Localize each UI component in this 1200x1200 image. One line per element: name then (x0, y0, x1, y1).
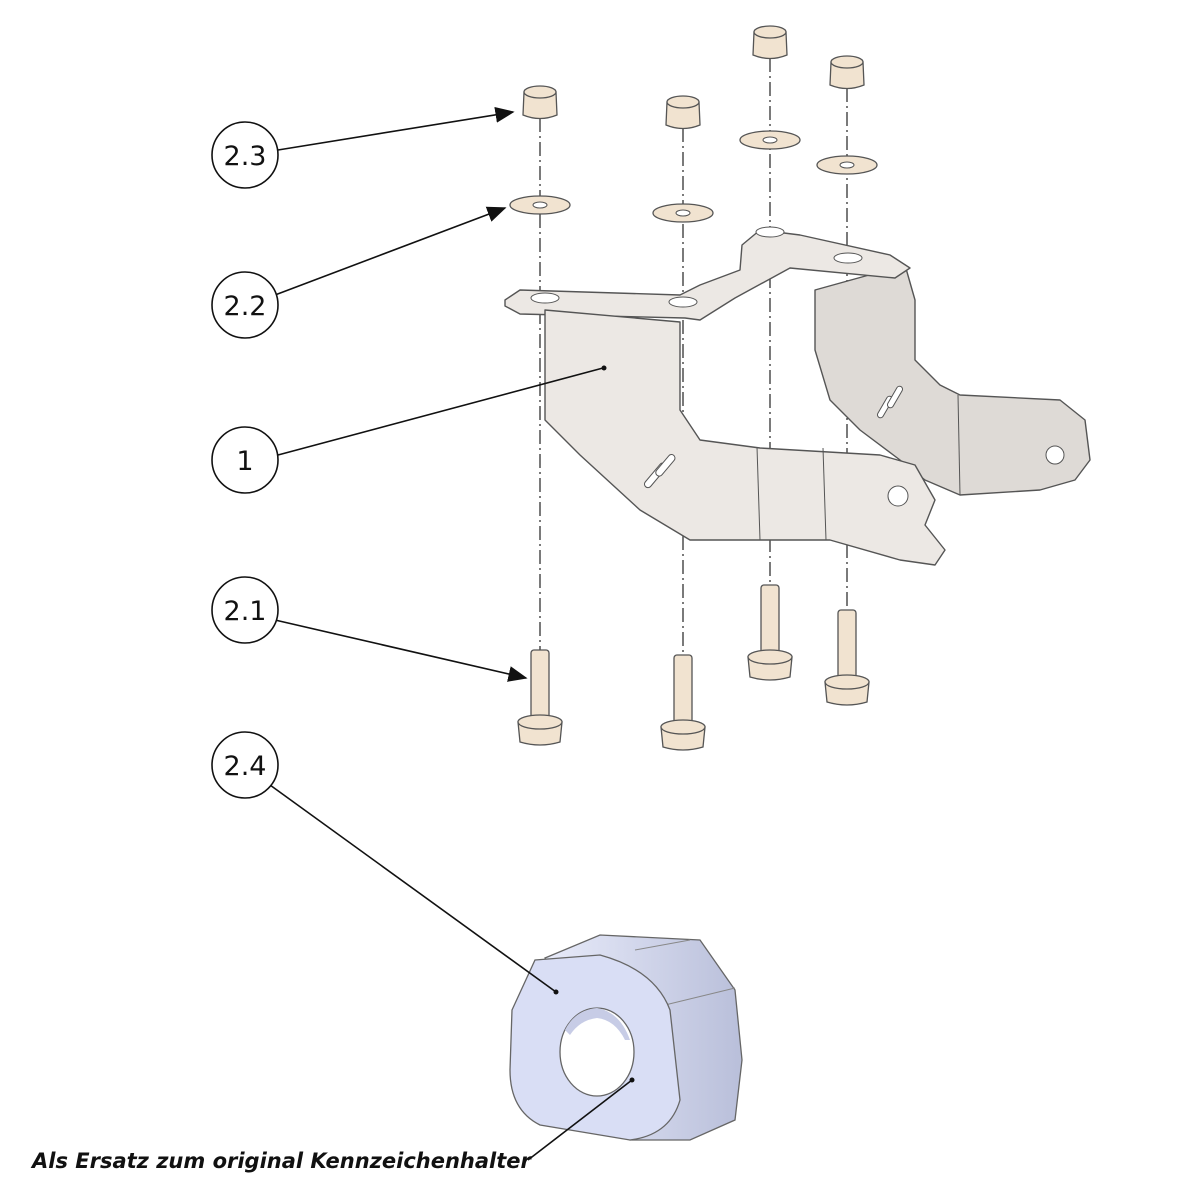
bolt-flange (747, 649, 793, 665)
callout-2-3: 2.3 (211, 121, 279, 189)
callout-label: 2.1 (224, 596, 267, 627)
bolt-shaft (530, 649, 550, 721)
callout-label: 2.3 (224, 141, 267, 172)
washer-hole (762, 136, 778, 144)
callout-label: 2.2 (224, 291, 267, 322)
bracket-front (544, 309, 946, 566)
lock-nut (752, 31, 788, 60)
bolt-flange (824, 674, 870, 690)
spacer-part (509, 934, 743, 1141)
lock-nut-top (753, 25, 787, 39)
bolt-shaft (837, 609, 857, 681)
caption: Als Ersatz zum original Kennzeichenhalte… (30, 1149, 533, 1173)
callout-2-1: 2.1 (211, 576, 279, 644)
bolt-shaft (760, 584, 780, 656)
callout-label: 1 (236, 446, 253, 477)
callout-1: 1 (211, 426, 279, 494)
leader-lines (269, 106, 635, 1161)
washer-hole (839, 161, 855, 169)
washer-hole (532, 201, 548, 209)
callout-2-2: 2.2 (211, 271, 279, 339)
lock-nut (665, 101, 701, 130)
fasteners (509, 25, 878, 751)
bolt-flange (517, 714, 563, 730)
lock-nut-top (830, 55, 864, 69)
lock-nut (522, 91, 558, 120)
bracket-top-flange (504, 226, 911, 321)
bolt-shaft (673, 654, 693, 726)
washer-hole (675, 209, 691, 217)
lock-nut-top (523, 85, 557, 99)
callout-2-4: 2.4 (211, 731, 279, 799)
lock-nut-top (666, 95, 700, 109)
callout-label: 2.4 (224, 751, 267, 782)
bolt-flange (660, 719, 706, 735)
bracket-rear (814, 264, 1091, 496)
lock-nut (829, 61, 865, 90)
